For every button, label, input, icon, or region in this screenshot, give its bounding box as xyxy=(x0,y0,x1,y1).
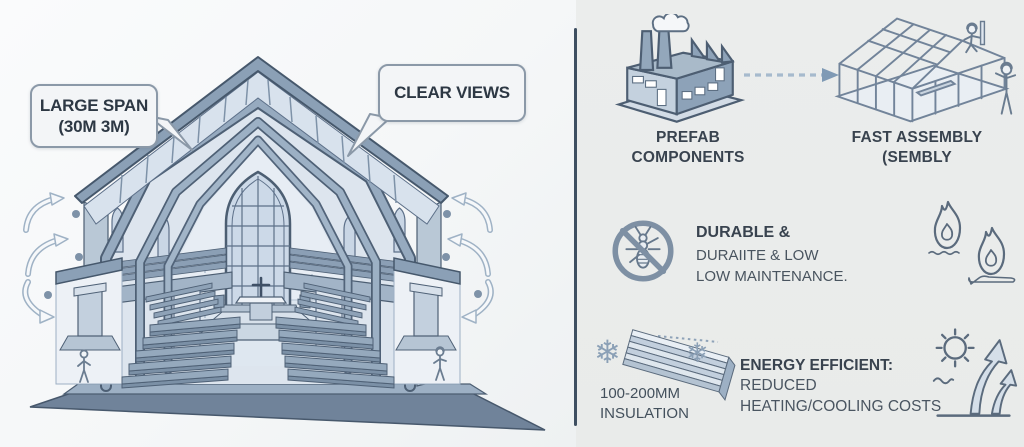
pews-right xyxy=(275,316,395,389)
no-termite-icon xyxy=(612,220,674,282)
insulation-label: 100-200MM INSULATION xyxy=(600,385,689,423)
energy-efficient-rest: REDUCED HEATING/COOLING COSTS xyxy=(740,377,942,415)
church-cross-section-illustration xyxy=(22,56,546,431)
durable-line3: LOW MAINTENANCE. xyxy=(696,268,848,286)
pews-left xyxy=(121,316,241,389)
energy-efficient-text: ENERGY EFFICIENT: REDUCED HEATING/COOLIN… xyxy=(740,356,942,417)
flame-icons xyxy=(928,200,1016,285)
prefab-components-label: PREFAB COMPONENTS xyxy=(631,129,745,167)
person-figure-right xyxy=(433,346,447,381)
flame-icon-2 xyxy=(968,226,1016,285)
roof xyxy=(74,56,449,204)
ground-base xyxy=(29,383,546,431)
snowflake-icon-left: ❄ xyxy=(594,334,621,370)
callout-tail-large-span xyxy=(147,116,193,151)
glulam-frames xyxy=(100,96,416,392)
durable-text-block: DURABLE & DURAIITE & LOW LOW MAINTENANCE… xyxy=(696,222,881,287)
vertical-divider xyxy=(574,28,577,426)
cross-icon xyxy=(251,276,271,299)
callout-clear-views: CLEAR VIEWS xyxy=(378,64,526,122)
side-pews xyxy=(145,282,371,327)
snowflake-icon-right: ❄ xyxy=(686,338,709,368)
factory-icon xyxy=(614,14,746,123)
durable-line2: DURAIITE & LOW xyxy=(696,246,819,264)
gothic-window xyxy=(217,170,299,313)
sun-with-rising-arrows-icon xyxy=(932,328,1018,417)
frame-assembly-icon xyxy=(834,17,1017,123)
annex-right xyxy=(393,257,461,385)
dashed-arrow-icon xyxy=(744,68,839,82)
insulation-stack-icon xyxy=(622,329,736,402)
worker-figures xyxy=(963,20,1017,115)
energy-efficient-bold: ENERGY EFFICIENT: xyxy=(740,357,894,374)
callout-large-span: LARGE SPAN (30M 3M) xyxy=(30,84,158,148)
annex-left xyxy=(55,257,123,385)
durable-line1: DURABLE & xyxy=(696,224,791,241)
airflow-arrows-right xyxy=(442,192,494,324)
flame-icon-1 xyxy=(928,200,962,256)
fast-assembly-label: FAST ASSEMBLY (SEMBLY xyxy=(851,129,983,167)
person-figure-left xyxy=(77,349,91,383)
airflow-arrows-left xyxy=(22,192,83,324)
